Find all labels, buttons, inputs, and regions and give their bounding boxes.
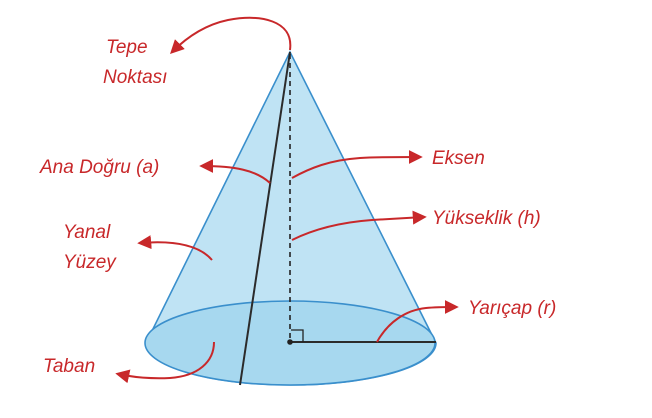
base-arrow — [115, 341, 215, 384]
lateral-surface-label-line1: Yanal — [63, 222, 111, 243]
apex-label-line2: Noktası — [103, 67, 168, 88]
lateral-surface-label-line2: Yüzey — [63, 252, 116, 273]
slant-arrow — [199, 159, 271, 184]
right-angle-mark — [291, 329, 304, 342]
height-label: Yükseklik (h) — [432, 208, 541, 229]
apex-label-line1: Tepe — [106, 37, 148, 58]
slant-height-line — [239, 51, 291, 386]
slant-height-label: Ana Doğru (a) — [40, 157, 160, 178]
axis-arrow — [291, 150, 423, 179]
apex-arrow — [170, 16, 292, 54]
radius-label: Yarıçap (r) — [468, 298, 557, 319]
axis-label: Eksen — [432, 148, 485, 169]
height-arrow — [291, 210, 427, 241]
base-center-point — [287, 339, 293, 345]
base-label: Taban — [43, 356, 96, 377]
radius-arrow — [376, 300, 459, 343]
lateral-arrow — [137, 235, 213, 261]
